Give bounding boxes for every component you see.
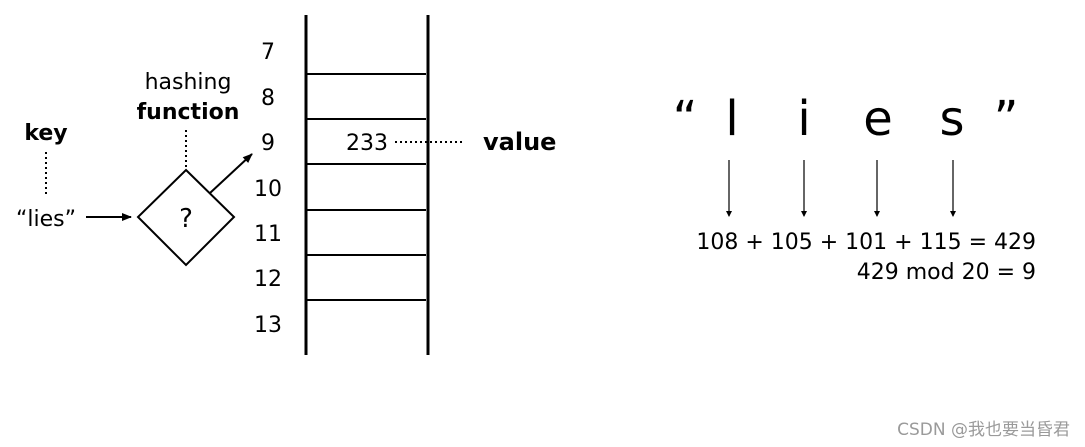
slot-index-10: 10 xyxy=(254,177,282,202)
slot-index-12: 12 xyxy=(254,267,282,292)
csdn-watermark: CSDN @我也要当昏君 xyxy=(897,420,1070,440)
word-letter-i: i xyxy=(797,91,810,147)
word-open-quote: “ xyxy=(673,91,698,147)
hash-function-symbol: ? xyxy=(179,204,193,234)
input-key-text: “lies” xyxy=(16,207,76,232)
word-letter-s: s xyxy=(939,91,964,147)
stored-value: 233 xyxy=(346,131,388,156)
output-arrow xyxy=(209,153,253,194)
slot-index-8: 8 xyxy=(261,86,275,111)
slot-index-11: 11 xyxy=(254,222,282,247)
hash-function-diamond xyxy=(136,168,236,267)
word-close-quote: ” xyxy=(994,91,1019,147)
modulo-equation: 429 mod 20 = 9 xyxy=(857,260,1036,285)
slot-index-7: 7 xyxy=(261,40,275,65)
value-label: value xyxy=(483,128,556,156)
slot-index-9: 9 xyxy=(261,131,275,156)
function-label: function xyxy=(137,100,240,125)
key-label: key xyxy=(24,121,67,146)
hashing-label: hashing xyxy=(145,70,232,95)
word-letter-l: l xyxy=(725,91,738,147)
ascii-sum-equation: 108 + 105 + 101 + 115 = 429 xyxy=(696,230,1036,255)
word-letter-e: e xyxy=(863,91,893,147)
slot-index-13: 13 xyxy=(254,313,282,338)
